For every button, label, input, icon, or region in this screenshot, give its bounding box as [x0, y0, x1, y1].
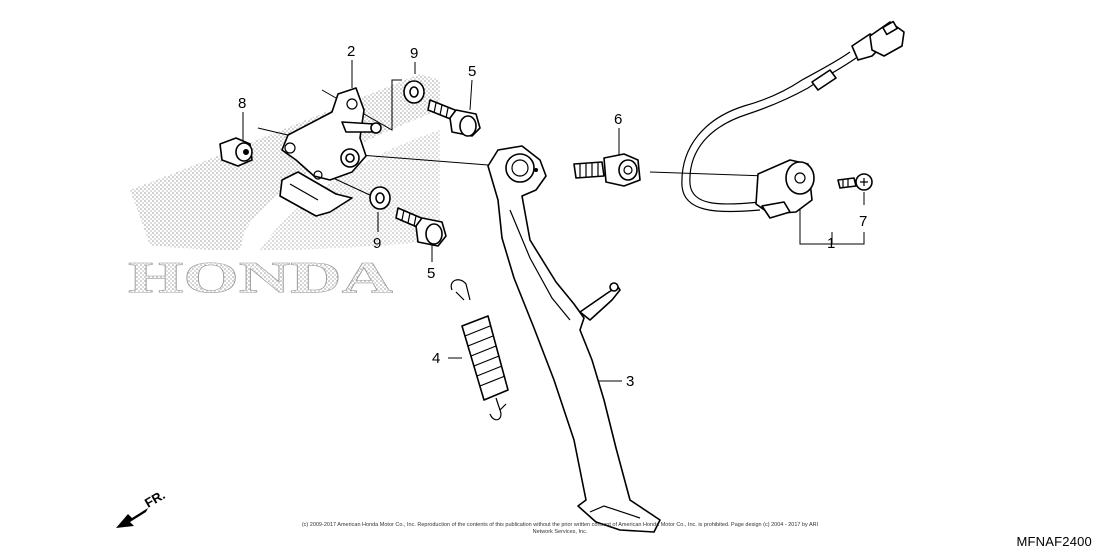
pivot-bolt-part-6[interactable]: [573, 153, 641, 187]
spring-part-4[interactable]: [450, 279, 509, 421]
washer-part-9-lower[interactable]: [369, 186, 391, 210]
callout-2: 2: [347, 43, 355, 60]
callout-9-upper: 9: [410, 45, 418, 62]
nut-part-8[interactable]: [219, 137, 253, 167]
callout-5-upper: 5: [468, 63, 476, 80]
copyright-notice: (c) 2009-2017 American Honda Motor Co., …: [301, 522, 819, 535]
callout-4: 4: [432, 350, 440, 367]
callout-9-lower: 9: [373, 235, 381, 252]
side-stand-switch-part-1[interactable]: [681, 20, 905, 219]
bracket-part-2[interactable]: [279, 87, 382, 217]
callout-labels: 2 9 5 8 6 9 5 7 1 4 3: [238, 43, 867, 390]
callout-3: 3: [626, 373, 634, 390]
callout-1: 1: [827, 235, 835, 252]
callout-5-lower: 5: [427, 265, 435, 282]
figure-code: MFNAF2400: [1016, 534, 1092, 549]
honda-logo-text: HONDA: [128, 253, 393, 302]
bolt-part-5-upper[interactable]: [427, 99, 481, 137]
side-stand-part-3[interactable]: [487, 145, 661, 533]
screw-part-7[interactable]: [837, 173, 873, 191]
front-direction-arrow-icon: FR.: [116, 487, 168, 528]
bolt-part-5-lower[interactable]: [395, 207, 447, 247]
washer-part-9-upper[interactable]: [403, 80, 425, 104]
callout-7: 7: [859, 213, 867, 230]
callout-6: 6: [614, 111, 622, 128]
direction-label: FR.: [142, 487, 168, 510]
callout-8: 8: [238, 95, 246, 112]
